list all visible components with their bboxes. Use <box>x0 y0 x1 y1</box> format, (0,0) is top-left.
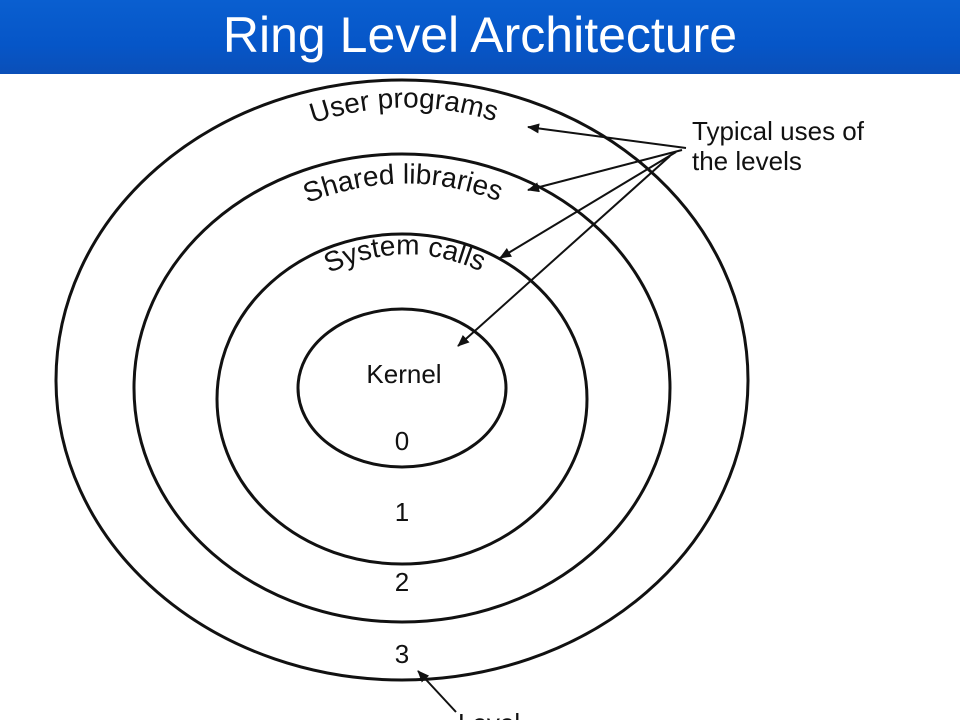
level-number-2: 2 <box>395 567 409 597</box>
label-user-programs: User programs <box>306 82 502 129</box>
arrow-to-shared-libraries <box>527 149 683 193</box>
callout-line-1: Typical uses of <box>692 116 865 146</box>
ring-level-0 <box>296 307 508 469</box>
ring-level-2 <box>132 152 672 624</box>
arrow-to-kernel <box>457 155 671 347</box>
arrow-to-user-programs <box>527 123 687 149</box>
slide-title: Ring Level Architecture <box>222 7 738 63</box>
title-bar: Ring Level Architecture <box>0 0 960 74</box>
level-number-3: 3 <box>395 639 409 669</box>
ring-level-3 <box>54 78 750 682</box>
label-system-calls: System calls <box>319 229 490 278</box>
arrow-to-system-calls <box>499 151 677 259</box>
label-level: Level <box>458 708 520 720</box>
label-shared-libraries: Shared libraries <box>299 158 507 208</box>
ring-level-1 <box>215 232 589 566</box>
arrow-to-level-boundary <box>417 670 457 713</box>
callout-line-2: the levels <box>692 146 802 176</box>
level-number-0: 0 <box>395 426 409 456</box>
label-kernel: Kernel <box>366 359 441 389</box>
level-number-1: 1 <box>395 497 409 527</box>
